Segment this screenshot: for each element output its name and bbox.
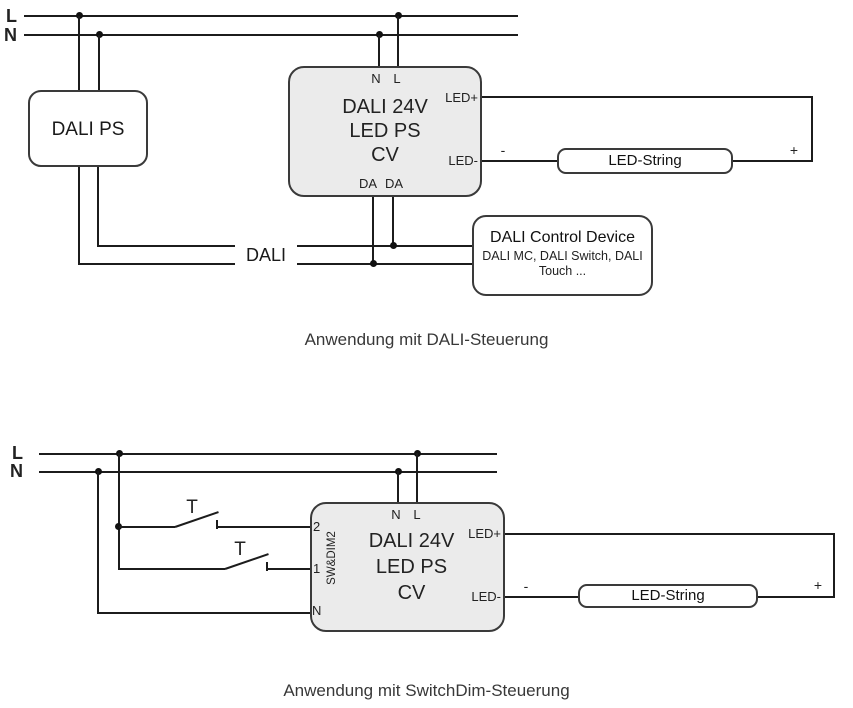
d1-driver-terminal-n: N <box>371 71 381 86</box>
d2-switch2-wire-out <box>267 568 310 570</box>
d1-bus-lower-left <box>78 263 235 265</box>
d1-wire-l-to-driver <box>397 16 399 68</box>
d1-wire-led-return <box>811 96 813 162</box>
d1-led-string-label: LED-String <box>608 152 682 169</box>
d2-switch1-label: T <box>186 497 198 518</box>
d1-led-string-box: LED-String <box>557 148 733 174</box>
d1-driver-title-1: DALI 24V <box>342 96 428 118</box>
d2-switch1-contact <box>216 520 218 529</box>
d1-wire-n-to-ps <box>98 35 100 90</box>
d2-n-line <box>39 471 497 473</box>
d2-caption: Anwendung mit SwitchDim-Steuerung <box>283 681 570 700</box>
d2-driver-terminal-l: L <box>413 507 421 522</box>
d1-driver-title-3: CV <box>371 144 399 166</box>
dali-ps-label: DALI PS <box>51 119 125 140</box>
control-device-subtitle-2: Touch ... <box>538 264 587 278</box>
d1-minus-sign: - <box>500 142 506 158</box>
d2-wire-led-return <box>833 533 835 598</box>
d1-l-line <box>24 15 518 17</box>
d1-driver-led-plus: LED+ <box>445 90 478 105</box>
d2-driver-title-3: CV <box>397 582 426 604</box>
d1-junction-n-driver <box>376 31 383 38</box>
d2-wire-n-feed <box>97 471 99 614</box>
d2-driver-title-2: LED PS <box>375 556 448 578</box>
d2-driver-box <box>310 502 505 632</box>
dali-ps-box: DALI PS <box>28 90 148 167</box>
d2-wire-ledstring-plus <box>758 596 835 598</box>
dali-bus-label: DALI <box>245 245 287 265</box>
d2-driver-led-plus: LED+ <box>468 526 501 541</box>
d1-wire-l-to-ps <box>78 16 80 90</box>
d1-n-label: N <box>4 25 17 45</box>
d1-n-line <box>24 34 518 36</box>
d2-driver-terminal-n: N <box>391 507 401 522</box>
d2-switch1-wire-in <box>119 526 175 528</box>
d1-l-label: L <box>6 6 17 26</box>
d1-bus-upper-left <box>97 245 235 247</box>
d2-l-label: L <box>12 443 23 463</box>
d2-n-label: N <box>10 461 23 481</box>
d2-wire-n-bottom <box>97 612 310 614</box>
d1-caption: Anwendung mit DALI-Steuerung <box>304 330 549 349</box>
d2-led-string-label: LED-String <box>631 587 705 604</box>
d2-wire-l-to-driver <box>416 453 418 502</box>
d2-wire-led-plus <box>505 533 835 535</box>
d1-wire-ps-da-plus <box>97 167 99 247</box>
d2-driver-terminal-2: 2 <box>313 519 321 534</box>
d2-driver-title-1: DALI 24V <box>368 530 455 552</box>
d2-wire-n-to-driver <box>397 471 399 502</box>
d2-switch2-label: T <box>234 539 246 560</box>
d1-junction-da1-bus <box>370 260 377 267</box>
d1-driver-terminal-da2: DA <box>384 176 404 191</box>
d1-driver-terminal-l: L <box>393 71 401 86</box>
dali-control-device-box: DALI Control Device DALI MC, DALI Switch… <box>472 215 653 296</box>
d1-wire-da2-down <box>392 197 394 247</box>
d2-switch1-wire-out <box>217 526 310 528</box>
d1-junction-n-ps <box>96 31 103 38</box>
d2-driver-terminal-n-left: N <box>312 603 322 618</box>
d1-wire-led-plus <box>482 96 813 98</box>
d1-junction-l-driver <box>395 12 402 19</box>
d2-switch2-contact <box>266 562 268 571</box>
d2-junction-switch1 <box>115 523 122 530</box>
d2-plus-sign: + <box>813 577 823 593</box>
d2-minus-sign: - <box>523 578 529 594</box>
d1-bus-upper-right <box>297 245 472 247</box>
d1-wire-led-minus <box>482 160 557 162</box>
d1-wire-da1-down <box>372 197 374 265</box>
d1-driver-terminal-da1: DA <box>358 176 378 191</box>
d1-junction-l-ps <box>76 12 83 19</box>
d1-wire-n-to-driver <box>378 35 380 68</box>
control-device-subtitle-1: DALI MC, DALI Switch, DALI <box>482 249 643 263</box>
d2-driver-terminal-1: 1 <box>313 561 321 576</box>
d1-driver-title-2: LED PS <box>349 120 421 142</box>
d2-wire-switch-feed <box>118 453 120 570</box>
d2-switch2-wire-in <box>119 568 225 570</box>
d2-led-string-box: LED-String <box>578 584 758 608</box>
d1-bus-lower-right <box>297 263 472 265</box>
d1-wire-ledstring-plus <box>733 160 813 162</box>
d2-l-line <box>39 453 497 455</box>
d2-wire-led-minus <box>505 596 578 598</box>
d1-driver-led-minus: LED- <box>448 153 478 168</box>
d1-wire-ps-da-minus <box>78 167 80 265</box>
control-device-title: DALI Control Device <box>490 229 635 246</box>
d1-junction-da2-bus <box>390 242 397 249</box>
d2-driver-led-minus: LED- <box>471 589 501 604</box>
d1-driver-box <box>288 66 482 197</box>
d1-plus-sign: + <box>789 142 799 158</box>
